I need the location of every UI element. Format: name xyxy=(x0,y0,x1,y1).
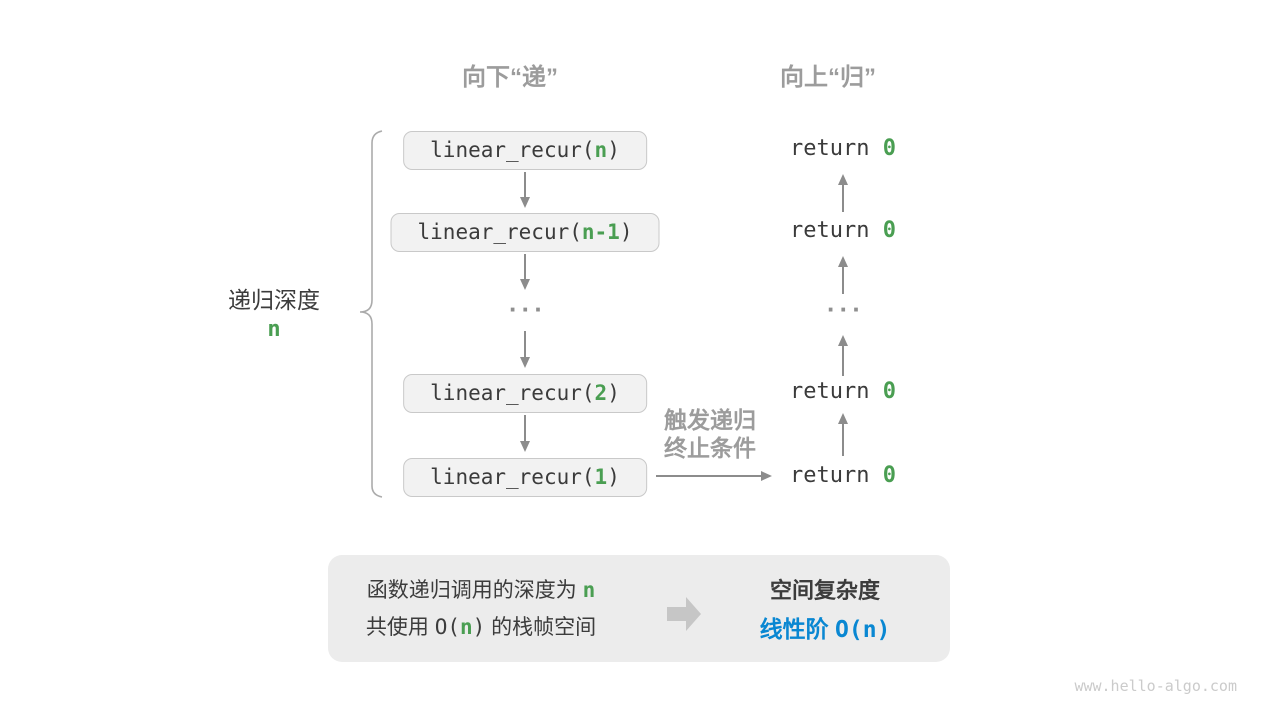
recursion-depth-var: n xyxy=(267,317,281,342)
call-text: linear_recur( xyxy=(430,381,595,405)
return-ellipsis: ··· xyxy=(827,294,865,324)
header-ascend: 向上“归” xyxy=(780,64,876,91)
complexity-big-o: O(n) xyxy=(835,617,891,643)
return-value: 0 xyxy=(882,379,896,404)
call-box-n-1: linear_recur(n-1) xyxy=(390,213,660,252)
return-label: return 0 xyxy=(790,136,896,161)
return-value: 0 xyxy=(882,218,896,243)
call-text: linear_recur( xyxy=(430,465,595,489)
base-case-line1: 触发递归 xyxy=(664,407,756,433)
summary-line2-post: 的栈帧空间 xyxy=(485,616,597,639)
recursion-depth-label: 递归深度 xyxy=(228,287,320,313)
return-keyword: return xyxy=(790,463,883,488)
summary-explanation: 函数递归调用的深度为 n 共使用 O(n) 的栈帧空间 xyxy=(328,572,634,646)
call-text: ) xyxy=(607,381,620,405)
base-case-annotation: 触发递归 终止条件 xyxy=(620,406,800,462)
return-keyword: return xyxy=(790,379,883,404)
summary-panel: 函数递归调用的深度为 n 共使用 O(n) 的栈帧空间 空间复杂度 线性阶 O(… xyxy=(328,555,950,662)
call-text: linear_recur( xyxy=(430,138,595,162)
call-arg: 2 xyxy=(594,381,608,405)
watermark: www.hello-algo.com xyxy=(1074,677,1237,695)
call-arg: n xyxy=(594,138,608,162)
summary-line1-var: n xyxy=(582,578,596,602)
header-descend: 向下“递” xyxy=(462,64,558,91)
return-label: return 0 xyxy=(790,379,896,404)
call-box-n: linear_recur(n) xyxy=(403,131,647,170)
complexity-order: 线性阶 xyxy=(759,616,835,642)
call-box-1: linear_recur(1) xyxy=(403,458,647,497)
summary-result: 空间复杂度 线性阶 O(n) xyxy=(730,572,920,649)
call-arg: 1 xyxy=(594,465,608,489)
implies-arrow-icon xyxy=(667,597,701,631)
call-text: ) xyxy=(619,220,633,244)
big-o-close: ) xyxy=(472,615,486,639)
return-label: return 0 xyxy=(790,218,896,243)
summary-line2: 共使用 O(n) 的栈帧空间 xyxy=(328,609,634,646)
space-complexity-title: 空间复杂度 xyxy=(769,578,880,603)
space-complexity-value: 线性阶 O(n) xyxy=(730,610,920,649)
call-text: ) xyxy=(607,465,620,489)
big-o-var: n xyxy=(459,615,473,639)
call-box-2: linear_recur(2) xyxy=(403,374,647,413)
call-text: ) xyxy=(607,138,620,162)
call-ellipsis: ··· xyxy=(509,294,547,324)
base-case-line2: 终止条件 xyxy=(664,435,756,461)
return-label: return 0 xyxy=(790,463,896,488)
summary-line1-text: 函数递归调用的深度为 xyxy=(366,579,583,602)
summary-line1: 函数递归调用的深度为 n xyxy=(328,572,634,609)
return-value: 0 xyxy=(882,463,896,488)
summary-line2-pre: 共使用 xyxy=(365,616,435,639)
big-o-open: O( xyxy=(434,615,460,639)
return-keyword: return xyxy=(790,136,883,161)
call-text: linear_recur( xyxy=(417,220,582,244)
call-arg: n-1 xyxy=(581,220,620,244)
depth-brace xyxy=(359,130,383,498)
return-keyword: return xyxy=(790,218,883,243)
return-value: 0 xyxy=(882,136,896,161)
